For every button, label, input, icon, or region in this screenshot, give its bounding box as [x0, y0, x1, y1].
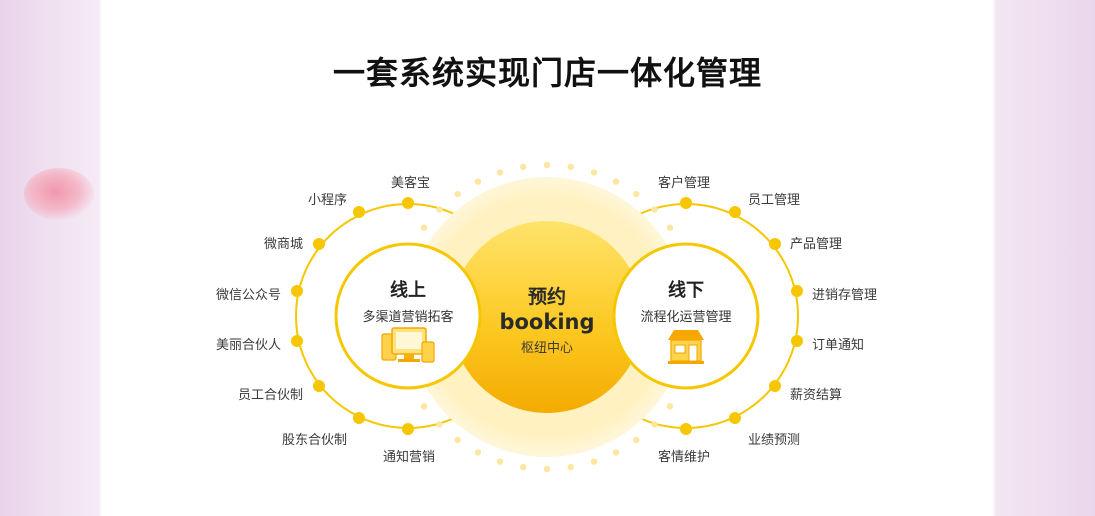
offline-block: 线下 流程化运营管理 — [614, 276, 758, 325]
decor-dot — [633, 190, 640, 198]
decor-dot — [520, 163, 527, 171]
left-orbit-arc — [295, 203, 462, 429]
decor-dot — [590, 169, 598, 176]
right-node-dot — [769, 380, 781, 392]
storefront-icon — [668, 330, 704, 364]
center-booking: booking — [499, 310, 595, 334]
decor-dot — [420, 403, 428, 410]
center-subtitle: 枢纽中心 — [520, 341, 573, 356]
center-core — [451, 221, 643, 413]
left-node-dot — [291, 335, 303, 347]
right-node-label: 产品管理 — [790, 237, 843, 252]
left-node-label: 微信公众号 — [215, 288, 281, 303]
decor-dot — [474, 178, 482, 185]
decor-dot — [496, 458, 504, 465]
decor-dot — [520, 463, 527, 471]
offline-subtitle: 流程化运营管理 — [640, 310, 732, 325]
right-node-label: 进销存管理 — [812, 288, 878, 303]
right-node-dot — [729, 412, 741, 424]
decor-dot — [543, 161, 551, 169]
offline-circle — [612, 242, 760, 390]
decor-dot — [633, 436, 640, 444]
right-node-label: 员工管理 — [748, 193, 801, 208]
left-node-dot — [402, 423, 414, 435]
decor-dot — [474, 449, 482, 456]
right-node-label: 业绩预测 — [748, 433, 801, 448]
right-orbit-arc — [632, 203, 799, 429]
left-node-label: 通知营销 — [382, 450, 435, 465]
right-node-dot — [680, 197, 692, 209]
decor-dot — [454, 436, 461, 444]
decor-dot — [567, 163, 574, 171]
center-block: 预约 booking 枢纽中心 — [477, 282, 617, 356]
right-node-label: 客户管理 — [658, 176, 711, 191]
decor-dot — [666, 224, 674, 231]
left-node-dot — [353, 412, 365, 424]
left-node-label: 美客宝 — [390, 176, 430, 191]
right-node-label: 客情维护 — [658, 450, 711, 465]
right-node-dot — [791, 285, 803, 297]
left-node-dot — [353, 206, 365, 218]
left-node-label: 员工合伙制 — [237, 388, 303, 403]
right-node-dot — [769, 238, 781, 250]
left-node-dot — [402, 197, 414, 209]
right-node-dot — [791, 335, 803, 347]
right-node-dot — [680, 423, 692, 435]
decor-dot — [436, 206, 443, 213]
decor-dot — [567, 463, 574, 471]
decor-dot — [436, 421, 443, 428]
offline-title: 线下 — [668, 280, 704, 301]
online-title: 线上 — [390, 280, 426, 301]
decorative-blob — [24, 168, 94, 220]
left-node-dot — [313, 380, 325, 392]
decor-dot — [543, 465, 551, 473]
decor-dot — [612, 178, 620, 185]
decor-dot — [590, 458, 598, 465]
decor-dot — [666, 403, 674, 410]
page-title: 一套系统实现门店一体化管理 — [332, 54, 762, 92]
left-node-dot — [291, 285, 303, 297]
decor-dot — [651, 421, 658, 428]
online-block: 线上 多渠道营销拓客 — [336, 276, 480, 325]
right-node-label: 订单通知 — [812, 338, 865, 353]
online-circle — [334, 242, 482, 390]
decor-dot — [420, 224, 428, 231]
decor-dot — [496, 169, 504, 176]
left-node-label: 微商城 — [263, 237, 303, 252]
left-node-dot — [313, 238, 325, 250]
left-node-label: 小程序 — [307, 193, 347, 208]
right-node-dot — [729, 206, 741, 218]
decor-dot — [612, 449, 620, 456]
center-title: 预约 — [527, 286, 566, 308]
decor-dot — [651, 206, 658, 213]
right-node-label: 薪资结算 — [790, 388, 843, 403]
devices-icon — [381, 327, 435, 363]
left-node-label: 美丽合伙人 — [215, 338, 281, 353]
decor-dot — [454, 190, 461, 198]
left-node-label: 股东合伙制 — [281, 433, 347, 448]
online-subtitle: 多渠道营销拓客 — [362, 310, 454, 325]
